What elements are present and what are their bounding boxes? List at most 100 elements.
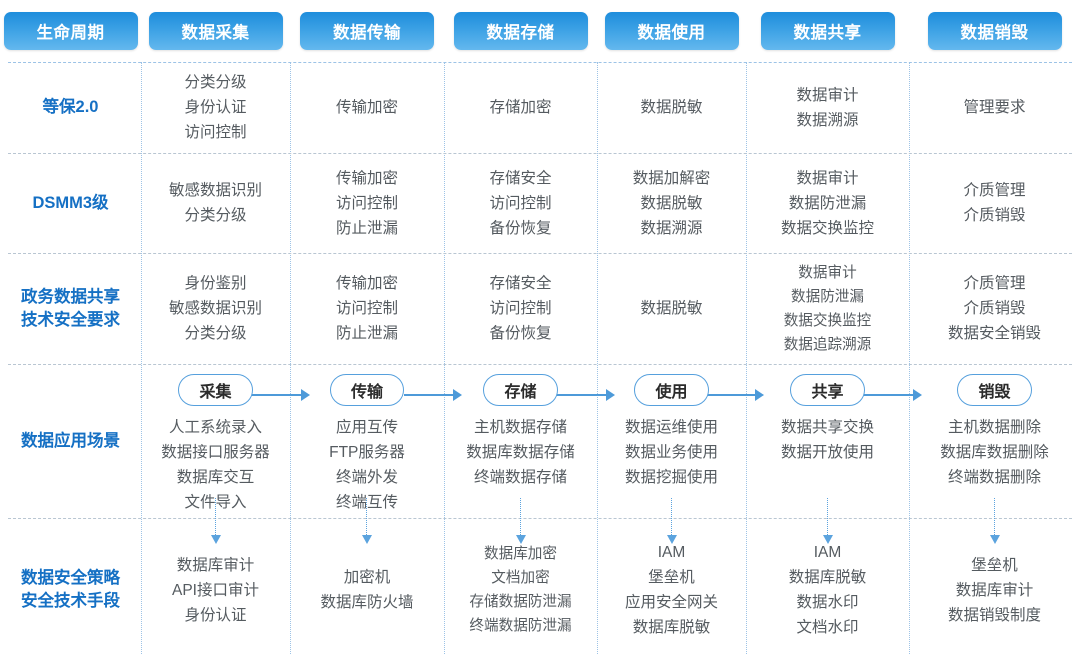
cell-items: 传输加密 <box>336 95 398 120</box>
item: 数据库审计 <box>176 556 255 574</box>
header-pill-collection[interactable]: 数据采集 <box>148 12 283 50</box>
stage-pill-storage[interactable]: 存储 <box>483 374 558 406</box>
cell-items: 数据库审计 API接口审计 身份认证 <box>172 553 259 628</box>
column-divider-5 <box>746 62 747 654</box>
cell-items: 数据脱敏 <box>640 296 702 321</box>
header-pill-transmission[interactable]: 数据传输 <box>300 12 434 50</box>
row-label-line2: 安全技术手段 <box>21 592 120 610</box>
item: 介质管理 <box>963 182 1026 199</box>
item: 身份认证 <box>184 606 247 624</box>
cell-items: 存储安全 访问控制 备份恢复 <box>489 271 551 346</box>
cell-items: 数据运维使用 数据业务使用 数据挖掘使用 <box>625 415 718 490</box>
row-label-line1: 数据安全策略 <box>21 569 120 587</box>
cell-changjing-storage: 存储 主机数据存储 数据库数据存储 终端数据存储 <box>444 364 597 518</box>
row-label-cell-dengbao: 等保2.0 <box>0 62 141 153</box>
item: 数据挖掘使用 <box>624 469 718 486</box>
cell-dengbao-destruction: 管理要求 <box>909 62 1080 153</box>
cell-items: 存储加密 <box>489 95 551 120</box>
cell-items: 加密机 数据库防火墙 <box>320 565 413 615</box>
column-divider-1 <box>141 62 142 654</box>
cell-items: IAM 数据库脱敏 数据水印 文档水印 <box>789 540 867 640</box>
cell-zhengwu-collection: 身份鉴别 敏感数据识别 分类分级 <box>141 253 290 364</box>
item: 身份认证 <box>184 99 247 116</box>
item: 数据库数据存储 <box>466 444 575 461</box>
item: 应用互传 <box>335 419 398 436</box>
item: 数据运维使用 <box>624 419 718 436</box>
stage-pill-collection[interactable]: 采集 <box>178 374 253 406</box>
cell-celue-usage: IAM 堡垒机 应用安全网关 数据库脱敏 <box>597 518 746 662</box>
item: IAM <box>657 544 686 561</box>
header-pill-sharing[interactable]: 数据共享 <box>760 12 895 50</box>
cell-items: 数据库加密 文档加密 存储数据防泄漏 终端数据防泄漏 <box>469 542 571 638</box>
cell-dengbao-sharing: 数据审计 数据溯源 <box>746 62 909 153</box>
cell-items: 数据共享交换 数据开放使用 <box>781 415 874 465</box>
row-divider-4 <box>8 518 1072 519</box>
item: 数据库加密 <box>484 546 557 562</box>
cell-celue-destruction: 堡垒机 数据库审计 数据销毁制度 <box>909 518 1080 662</box>
item: 终端数据防泄漏 <box>469 618 572 634</box>
item: 数据追踪溯源 <box>783 336 872 353</box>
item: 敏感数据识别 <box>168 182 262 199</box>
cell-dengbao-usage: 数据脱敏 <box>597 62 746 153</box>
item: 访问控制 <box>489 300 552 317</box>
row-label-cell-zhengwu: 政务数据共享 技术安全要求 <box>0 253 141 364</box>
item: 数据溯源 <box>640 219 703 237</box>
cell-dengbao-collection: 分类分级 身份认证 访问控制 <box>141 62 290 153</box>
cell-changjing-sharing: 共享 数据共享交换 数据开放使用 <box>746 364 909 518</box>
cell-dsmm3-collection: 敏感数据识别 分类分级 <box>141 153 290 253</box>
item: 数据交换监控 <box>783 312 872 329</box>
item: 备份恢复 <box>489 219 552 237</box>
column-divider-3 <box>444 62 445 654</box>
item: 数据加解密 <box>632 169 711 187</box>
row-label-line2: 技术安全要求 <box>21 310 120 329</box>
item: 数据开放使用 <box>780 444 874 461</box>
cell-zhengwu-transmission: 传输加密 访问控制 防止泄漏 <box>290 253 444 364</box>
header-cell-usage: 数据使用 <box>597 0 746 62</box>
item: 传输加密 <box>335 275 398 292</box>
cell-dsmm3-transmission: 传输加密 访问控制 防止泄漏 <box>290 153 444 253</box>
item: 敏感数据识别 <box>168 300 262 317</box>
header-cell-destruction: 数据销毁 <box>909 0 1080 62</box>
column-divider-6 <box>909 62 910 654</box>
item: 数据销毁制度 <box>947 606 1041 624</box>
stage-pill-sharing[interactable]: 共享 <box>790 374 865 406</box>
cell-items: 身份鉴别 敏感数据识别 分类分级 <box>169 271 262 346</box>
header-pill-storage[interactable]: 数据存储 <box>453 12 588 50</box>
item: 分类分级 <box>184 74 247 91</box>
stage-pill-destruction[interactable]: 销毁 <box>957 374 1032 406</box>
header-pill-usage[interactable]: 数据使用 <box>604 12 739 50</box>
cell-celue-collection: 数据库审计 API接口审计 身份认证 <box>141 518 290 662</box>
item: 传输加密 <box>335 169 398 187</box>
item: API接口审计 <box>172 581 259 599</box>
header-cell-lifecycle: 生命周期 <box>0 0 141 62</box>
cell-items: 管理要求 <box>963 95 1025 120</box>
item: 数据审计 <box>796 86 859 104</box>
header-cell-collection: 数据采集 <box>141 0 290 62</box>
cell-items: 应用互传 FTP服务器 终端外发 终端互传 <box>329 415 405 515</box>
stage-pill-transmission[interactable]: 传输 <box>329 374 404 406</box>
row-divider-3 <box>8 364 1072 365</box>
item: 数据库脱敏 <box>632 619 711 636</box>
header-pill-lifecycle[interactable]: 生命周期 <box>3 12 138 50</box>
item: 数据交换监控 <box>780 219 874 237</box>
item: 传输加密 <box>335 99 398 116</box>
stage-pill-usage[interactable]: 使用 <box>634 374 709 406</box>
cell-items: 传输加密 访问控制 防止泄漏 <box>336 271 398 346</box>
item: 文件导入 <box>184 494 247 511</box>
item: 数据防泄漏 <box>791 288 864 305</box>
header-pill-destruction[interactable]: 数据销毁 <box>927 12 1062 50</box>
cell-celue-sharing: IAM 数据库脱敏 数据水印 文档水印 <box>746 518 909 662</box>
item: 文档水印 <box>796 619 859 636</box>
cell-dsmm3-storage: 存储安全 访问控制 备份恢复 <box>444 153 597 253</box>
item: 加密机 <box>343 569 391 586</box>
item: 数据脱敏 <box>640 194 703 212</box>
cell-zhengwu-sharing: 数据审计 数据防泄漏 数据交换监控 数据追踪溯源 <box>746 253 909 364</box>
item: 存储安全 <box>489 275 552 292</box>
cell-items: 数据审计 数据防泄漏 数据交换监控 <box>781 166 874 241</box>
header-cell-storage: 数据存储 <box>444 0 597 62</box>
row-divider-2 <box>8 253 1072 254</box>
item: 数据水印 <box>796 594 859 611</box>
cell-dsmm3-sharing: 数据审计 数据防泄漏 数据交换监控 <box>746 153 909 253</box>
item: 防止泄漏 <box>335 325 398 342</box>
